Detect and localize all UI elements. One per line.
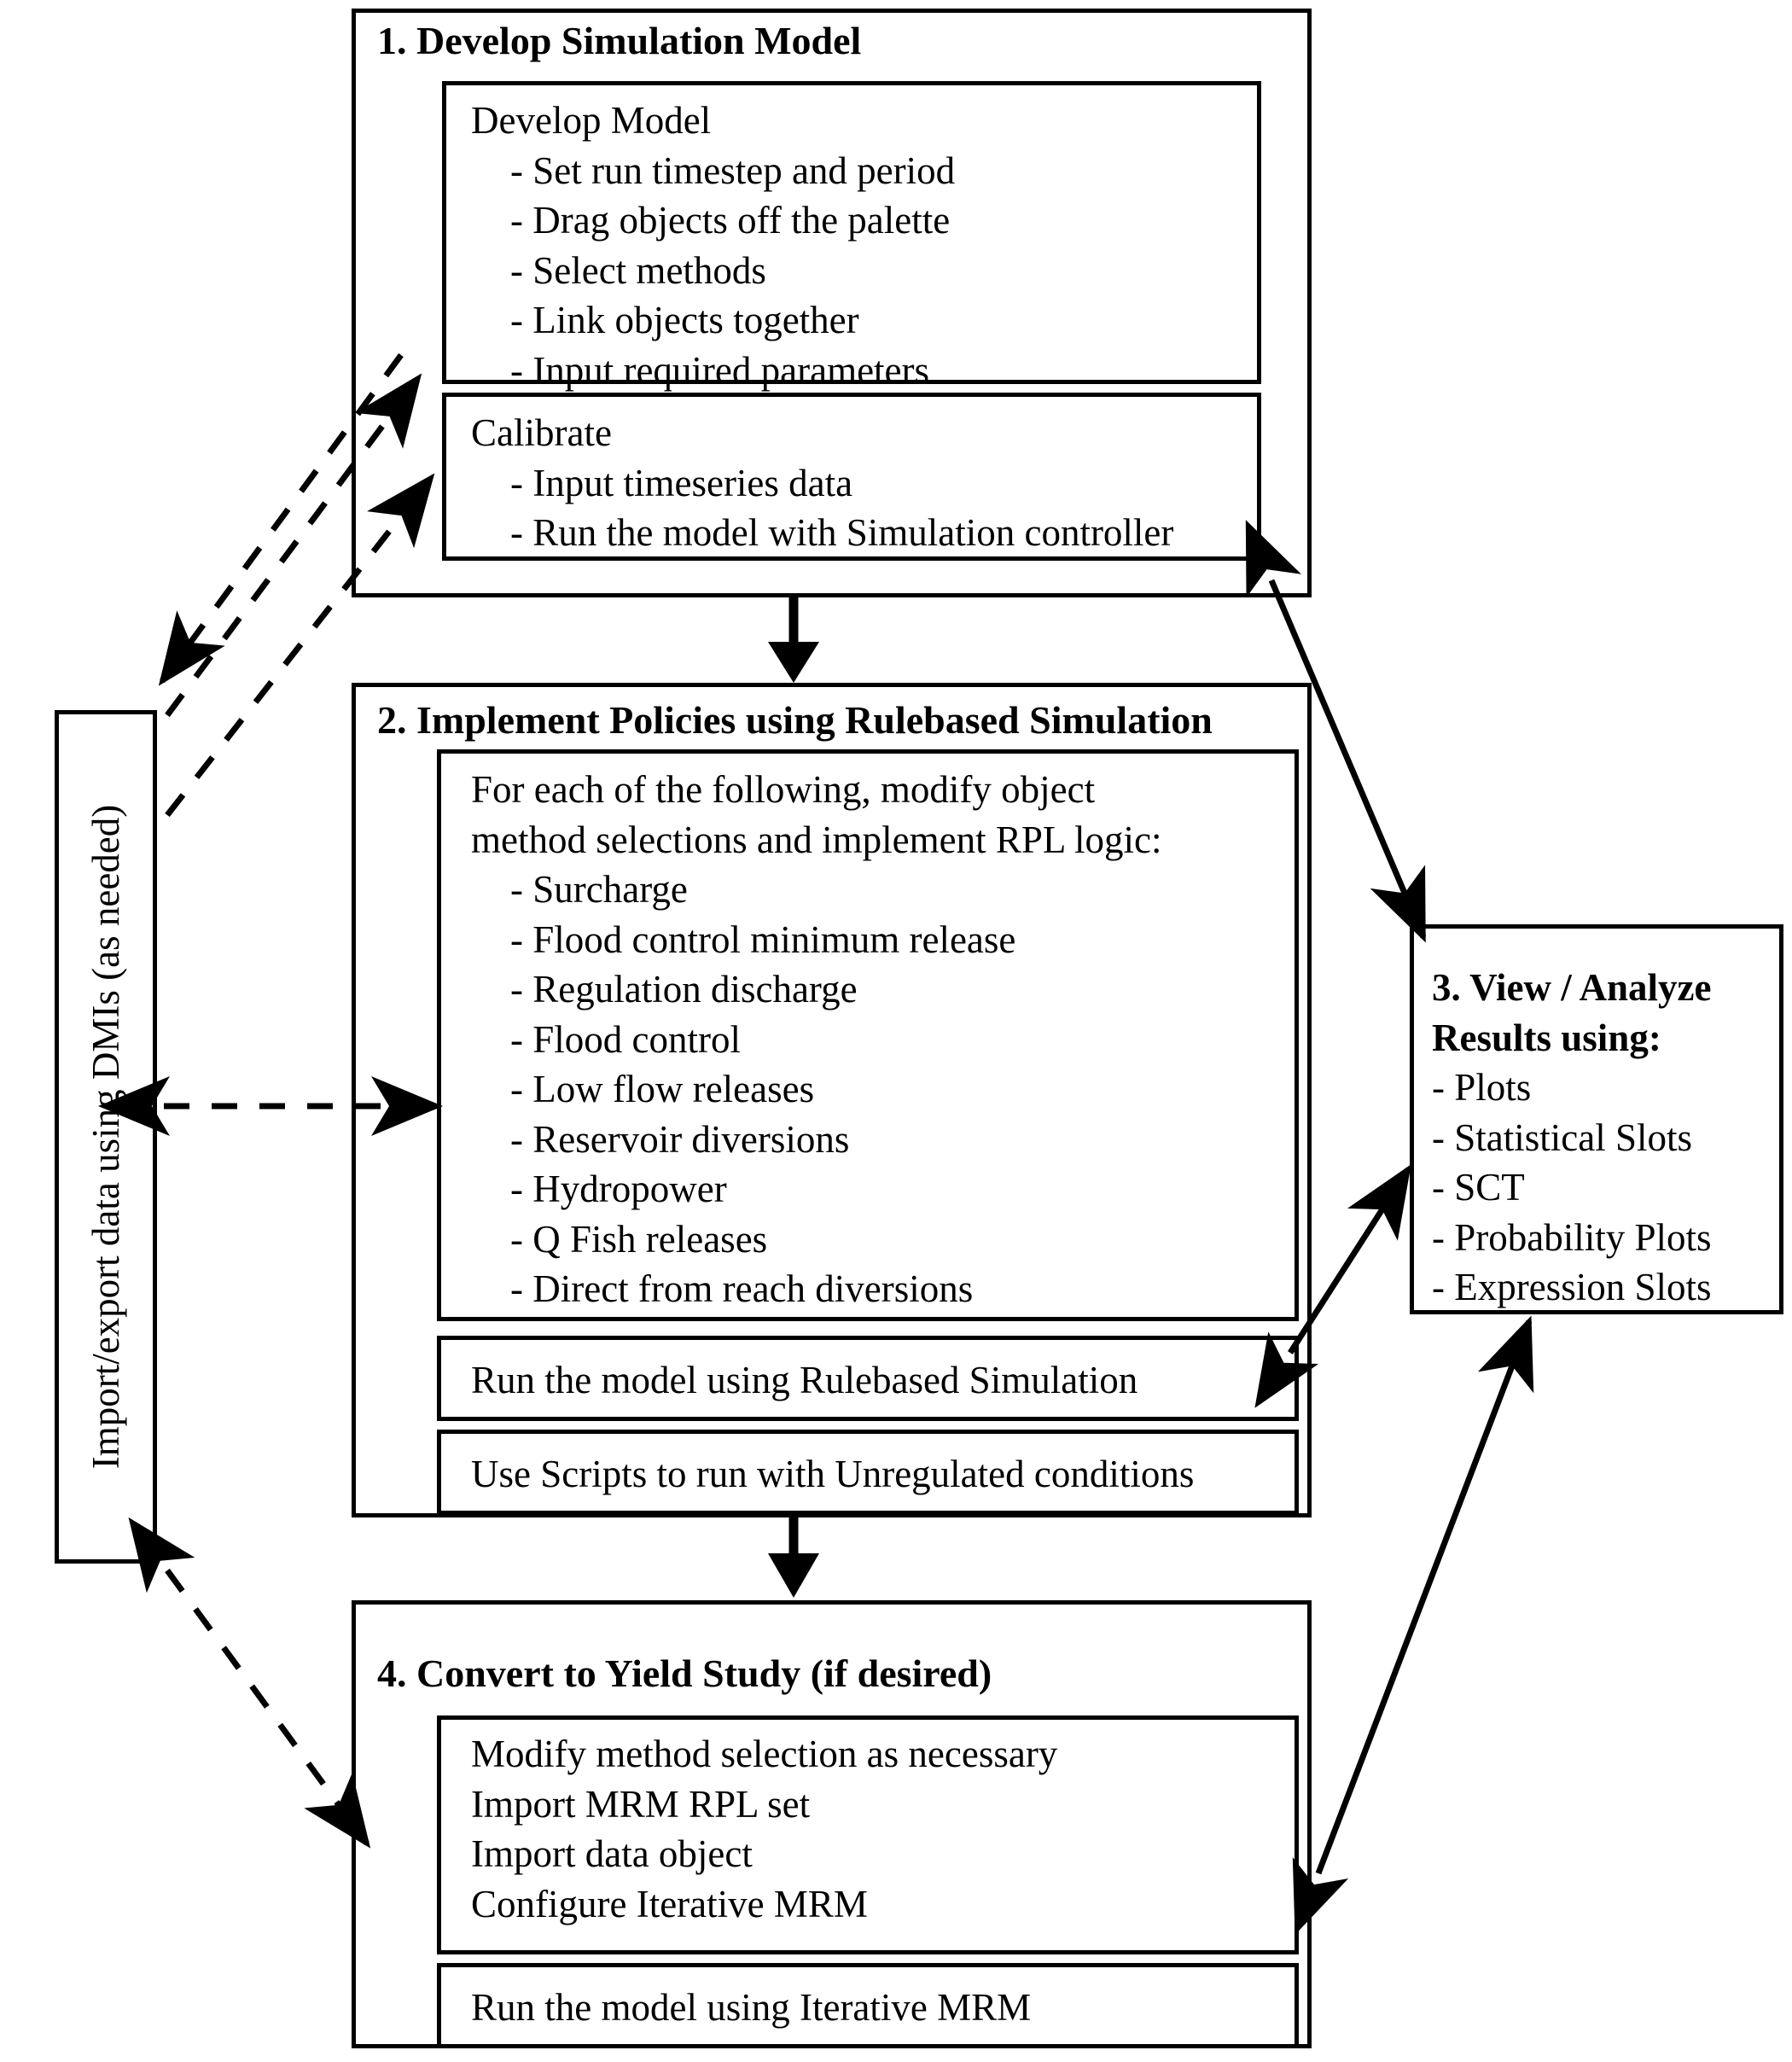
step1-title: 1. Develop Simulation Model — [377, 19, 862, 62]
step2-intro-line1: For each of the following, modify object — [471, 768, 1096, 811]
dmi-label: Import/export data using DMIs (as needed… — [84, 804, 127, 1470]
step2-title: 2. Implement Policies using Rulebased Si… — [377, 698, 1213, 742]
step2-method-item: - Reservoir diversions — [510, 1117, 850, 1161]
step3-item: - Probability Plots — [1432, 1215, 1712, 1259]
develop-model-item: - Drag objects off the palette — [510, 199, 951, 242]
step4-task-item: Configure Iterative MRM — [471, 1882, 868, 1925]
develop-model-item: - Input required parameters — [510, 348, 930, 392]
step3-item: - Plots — [1432, 1066, 1532, 1109]
run-rulebased-simulation-box — [437, 1336, 1299, 1421]
step4-task-item: Import data object — [471, 1832, 753, 1875]
run-iterative-mrm-box — [437, 1963, 1299, 2048]
step4-tasks-box — [437, 1715, 1299, 1954]
run-rulebased-simulation-label: Run the model using Rulebased Simulation — [471, 1359, 1138, 1401]
step2-method-item: - Flood control — [510, 1017, 741, 1061]
step4-task-item: Modify method selection as necessary — [471, 1733, 1058, 1775]
develop-model-item: - Link objects together — [510, 299, 859, 341]
dmi-import-export-box: Import/export data using DMIs (as needed… — [55, 710, 157, 1564]
step3-item: - Statistical Slots — [1432, 1115, 1693, 1159]
calibrate-heading: Calibrate — [471, 411, 612, 454]
step3-container — [1410, 924, 1783, 1314]
calibrate-item: - Run the model with Simulation controll… — [510, 511, 1174, 554]
step3-title-line1: 3. View / Analyze — [1432, 966, 1712, 1009]
develop-model-item: - Select methods — [510, 248, 766, 292]
use-scripts-label: Use Scripts to run with Unregulated cond… — [471, 1453, 1195, 1495]
step2-method-item: - Surcharge — [510, 868, 688, 911]
develop-model-box — [442, 81, 1261, 384]
step3-title-line2: Results using: — [1432, 1016, 1661, 1059]
dashed-double-arrow-dmi-to-step4 — [128, 1517, 371, 1849]
step4-tasks-content: Modify method selection as necessary Imp… — [471, 1729, 1057, 1929]
step2-intro-line2: method selections and implement RPL logi… — [471, 818, 1162, 861]
step2-method-item: - Low flow releases — [510, 1068, 815, 1110]
arrow-step2-to-step4 — [768, 1517, 819, 1598]
step2-container — [352, 683, 1312, 1517]
develop-model-content: Develop Model - Set run timestep and per… — [471, 96, 955, 395]
calibrate-box — [442, 393, 1261, 561]
step2-method-item: - Flood control minimum release — [510, 917, 1016, 961]
step2-method-item: - Direct from reach diversions — [510, 1267, 974, 1310]
step2-methods-content: For each of the following, modify object… — [471, 765, 1161, 1314]
step3-content: 3. View / Analyze Results using: - Plots… — [1432, 963, 1773, 1313]
develop-model-heading: Develop Model — [471, 99, 712, 142]
develop-model-item: - Set run timestep and period — [510, 149, 956, 192]
step3-item: - Expression Slots — [1432, 1266, 1712, 1308]
calibrate-content: Calibrate - Input timeseries data - Run … — [471, 408, 1173, 558]
run-iterative-mrm-label: Run the model using Iterative MRM — [471, 1986, 1032, 2029]
step2-method-item: - Hydropower — [510, 1168, 727, 1210]
use-scripts-box — [437, 1430, 1299, 1515]
step1-container — [352, 9, 1312, 597]
step4-title: 4. Convert to Yield Study (if desired) — [377, 1651, 992, 1695]
calibrate-item: - Input timeseries data — [510, 461, 853, 504]
arrow-step1-to-step2 — [768, 597, 819, 683]
double-arrow-step4-to-step3 — [1292, 1315, 1534, 1935]
step2-methods-box — [437, 749, 1299, 1321]
step3-item: - SCT — [1432, 1166, 1525, 1209]
step2-method-item: - Q Fish releases — [510, 1217, 768, 1261]
step2-method-item: - Regulation discharge — [510, 968, 858, 1011]
step4-task-item: Import MRM RPL set — [471, 1782, 811, 1826]
